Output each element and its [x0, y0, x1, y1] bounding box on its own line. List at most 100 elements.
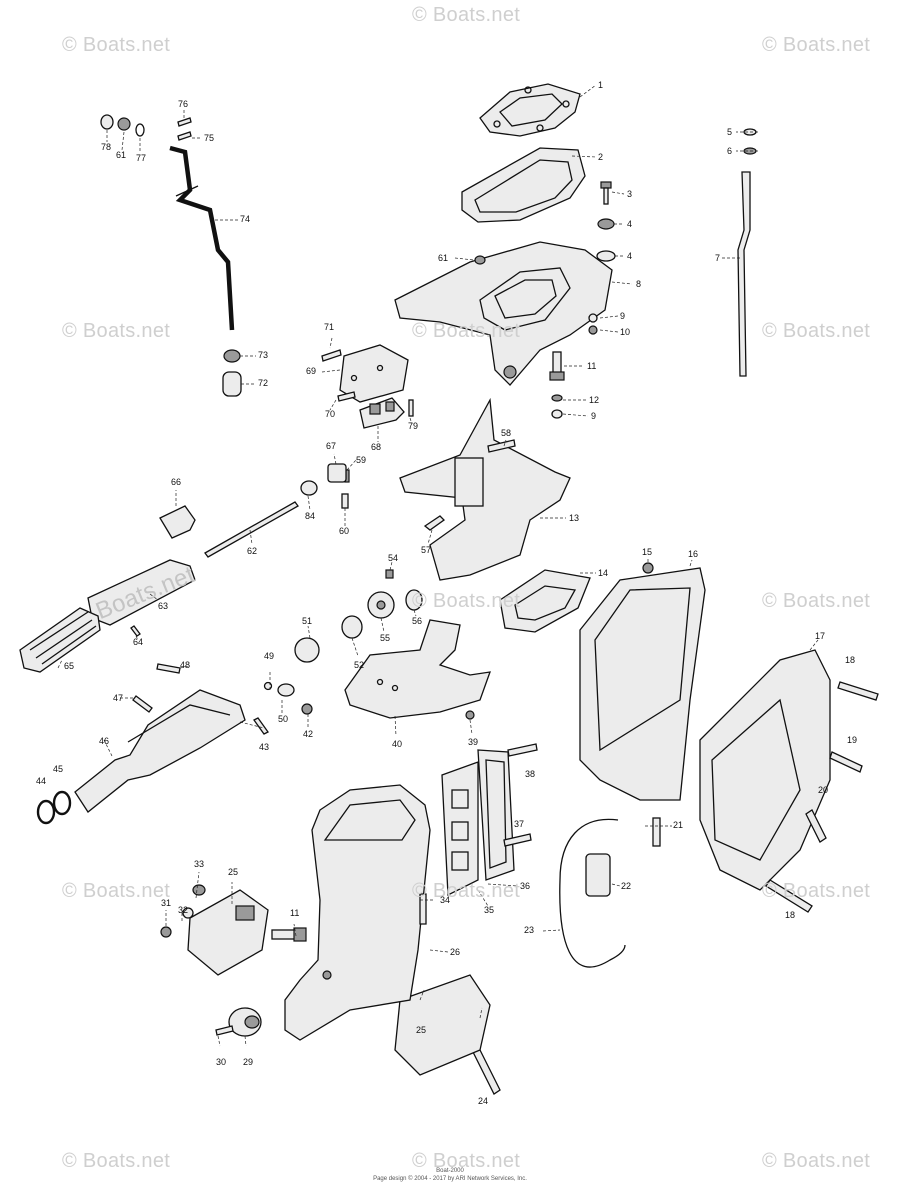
callout-11[interactable]: 11	[587, 361, 597, 371]
callout-37[interactable]: 37	[514, 819, 525, 829]
callout-3[interactable]: 3	[627, 189, 633, 199]
callout-48[interactable]: 48	[180, 660, 191, 670]
callout-73[interactable]: 73	[258, 350, 269, 360]
part-nut-84[interactable]	[300, 480, 318, 496]
callout-52[interactable]: 52	[354, 660, 365, 670]
part-screw-19[interactable]	[829, 751, 863, 773]
callout-4[interactable]: 4	[627, 251, 633, 261]
callout-9[interactable]: 9	[591, 411, 597, 421]
callout-77[interactable]: 77	[136, 153, 147, 163]
callout-71[interactable]: 71	[324, 322, 335, 332]
part-nut-9a[interactable]	[588, 313, 598, 323]
part-side-cover-17[interactable]	[699, 649, 831, 891]
callout-60[interactable]: 60	[339, 526, 350, 536]
callout-70[interactable]: 70	[325, 409, 336, 419]
part-screw-37[interactable]	[503, 833, 532, 847]
callout-10[interactable]: 10	[620, 327, 631, 337]
callout-42[interactable]: 42	[303, 729, 314, 739]
part-gasket-2[interactable]	[461, 147, 586, 223]
part-cap-66[interactable]	[159, 505, 196, 539]
callout-78[interactable]: 78	[101, 142, 112, 152]
part-screw-30[interactable]	[215, 1025, 234, 1036]
part-cam-52[interactable]	[341, 615, 363, 639]
part-washer-49[interactable]	[263, 681, 273, 691]
part-screw-70[interactable]	[337, 391, 356, 402]
part-oring-44[interactable]	[36, 799, 56, 825]
callout-40[interactable]: 40	[392, 739, 403, 749]
part-bracket-40[interactable]	[344, 619, 491, 719]
part-screw-71[interactable]	[321, 349, 342, 362]
callout-6[interactable]: 6	[727, 146, 733, 156]
callout-21[interactable]: 21	[673, 820, 684, 830]
part-shift-rod-74[interactable]	[169, 145, 235, 331]
callout-61[interactable]: 61	[438, 253, 449, 263]
callout-84[interactable]: 84	[305, 511, 316, 521]
callout-1[interactable]: 1	[598, 80, 604, 90]
callout-63[interactable]: 63	[158, 601, 169, 611]
callout-46[interactable]: 46	[99, 736, 110, 746]
part-clamp-25a[interactable]	[187, 889, 269, 976]
callout-7[interactable]: 7	[715, 253, 721, 263]
part-stud-11[interactable]	[549, 351, 565, 381]
part-stud-11b[interactable]	[271, 927, 307, 942]
callout-36[interactable]: 36	[520, 881, 531, 891]
callout-11[interactable]: 11	[290, 908, 300, 918]
part-clamp-25b[interactable]	[394, 974, 491, 1076]
callout-34[interactable]: 34	[440, 895, 451, 905]
part-gasket-14[interactable]	[499, 569, 591, 633]
part-pin-75[interactable]	[177, 131, 192, 141]
part-screw-47[interactable]	[132, 695, 153, 713]
part-screw-39[interactable]	[465, 710, 475, 720]
part-pin-21[interactable]	[652, 817, 661, 847]
callout-23[interactable]: 23	[524, 925, 535, 935]
part-nut-9b[interactable]	[551, 409, 563, 419]
callout-16[interactable]: 16	[688, 549, 699, 559]
callout-22[interactable]: 22	[621, 881, 632, 891]
callout-18[interactable]: 18	[845, 655, 856, 665]
callout-39[interactable]: 39	[468, 737, 479, 747]
callout-13[interactable]: 13	[569, 513, 580, 523]
callout-57[interactable]: 57	[421, 545, 432, 555]
part-nut-73[interactable]	[223, 349, 241, 363]
part-screw-20[interactable]	[805, 809, 827, 843]
part-screw-33[interactable]	[192, 884, 206, 896]
callout-47[interactable]: 47	[113, 693, 124, 703]
part-screw-61[interactable]	[474, 255, 486, 265]
part-grommet-4b[interactable]	[596, 250, 616, 262]
callout-74[interactable]: 74	[240, 214, 251, 224]
part-spring-12[interactable]	[551, 394, 563, 402]
callout-43[interactable]: 43	[259, 742, 270, 752]
part-hose-23[interactable]	[559, 818, 626, 968]
part-exhaust-cover-1[interactable]	[479, 83, 581, 137]
part-screw-58[interactable]	[487, 439, 516, 453]
callout-54[interactable]: 54	[388, 553, 399, 563]
callout-25[interactable]: 25	[416, 1025, 427, 1035]
callout-75[interactable]: 75	[204, 133, 215, 143]
part-plate-69[interactable]	[339, 344, 409, 403]
part-screw-18b[interactable]	[765, 879, 813, 913]
part-lever-50[interactable]	[277, 683, 295, 697]
part-screw-79[interactable]	[408, 399, 414, 417]
callout-72[interactable]: 72	[258, 378, 269, 388]
part-upper-mount-8[interactable]	[394, 241, 613, 386]
part-shaft-62[interactable]	[204, 501, 299, 558]
part-bolt-3[interactable]	[600, 181, 612, 205]
part-pin-64[interactable]	[130, 625, 141, 637]
part-block-67[interactable]	[327, 463, 347, 483]
part-rod-7[interactable]	[737, 171, 751, 377]
callout-66[interactable]: 66	[171, 477, 182, 487]
callout-45[interactable]: 45	[53, 764, 64, 774]
callout-65[interactable]: 65	[64, 661, 75, 671]
callout-56[interactable]: 56	[412, 616, 423, 626]
part-screw-34[interactable]	[419, 893, 427, 925]
callout-79[interactable]: 79	[408, 421, 419, 431]
part-grommet-4a[interactable]	[597, 218, 615, 230]
part-housing-16[interactable]	[579, 562, 706, 801]
part-pin-76[interactable]	[177, 117, 192, 127]
part-bumper-29[interactable]	[228, 1007, 262, 1037]
callout-9[interactable]: 9	[620, 311, 626, 321]
callout-30[interactable]: 30	[216, 1057, 227, 1067]
part-pad-22[interactable]	[585, 853, 611, 897]
part-swivel-bracket-13[interactable]	[399, 397, 571, 581]
part-plate-35[interactable]	[441, 761, 479, 897]
